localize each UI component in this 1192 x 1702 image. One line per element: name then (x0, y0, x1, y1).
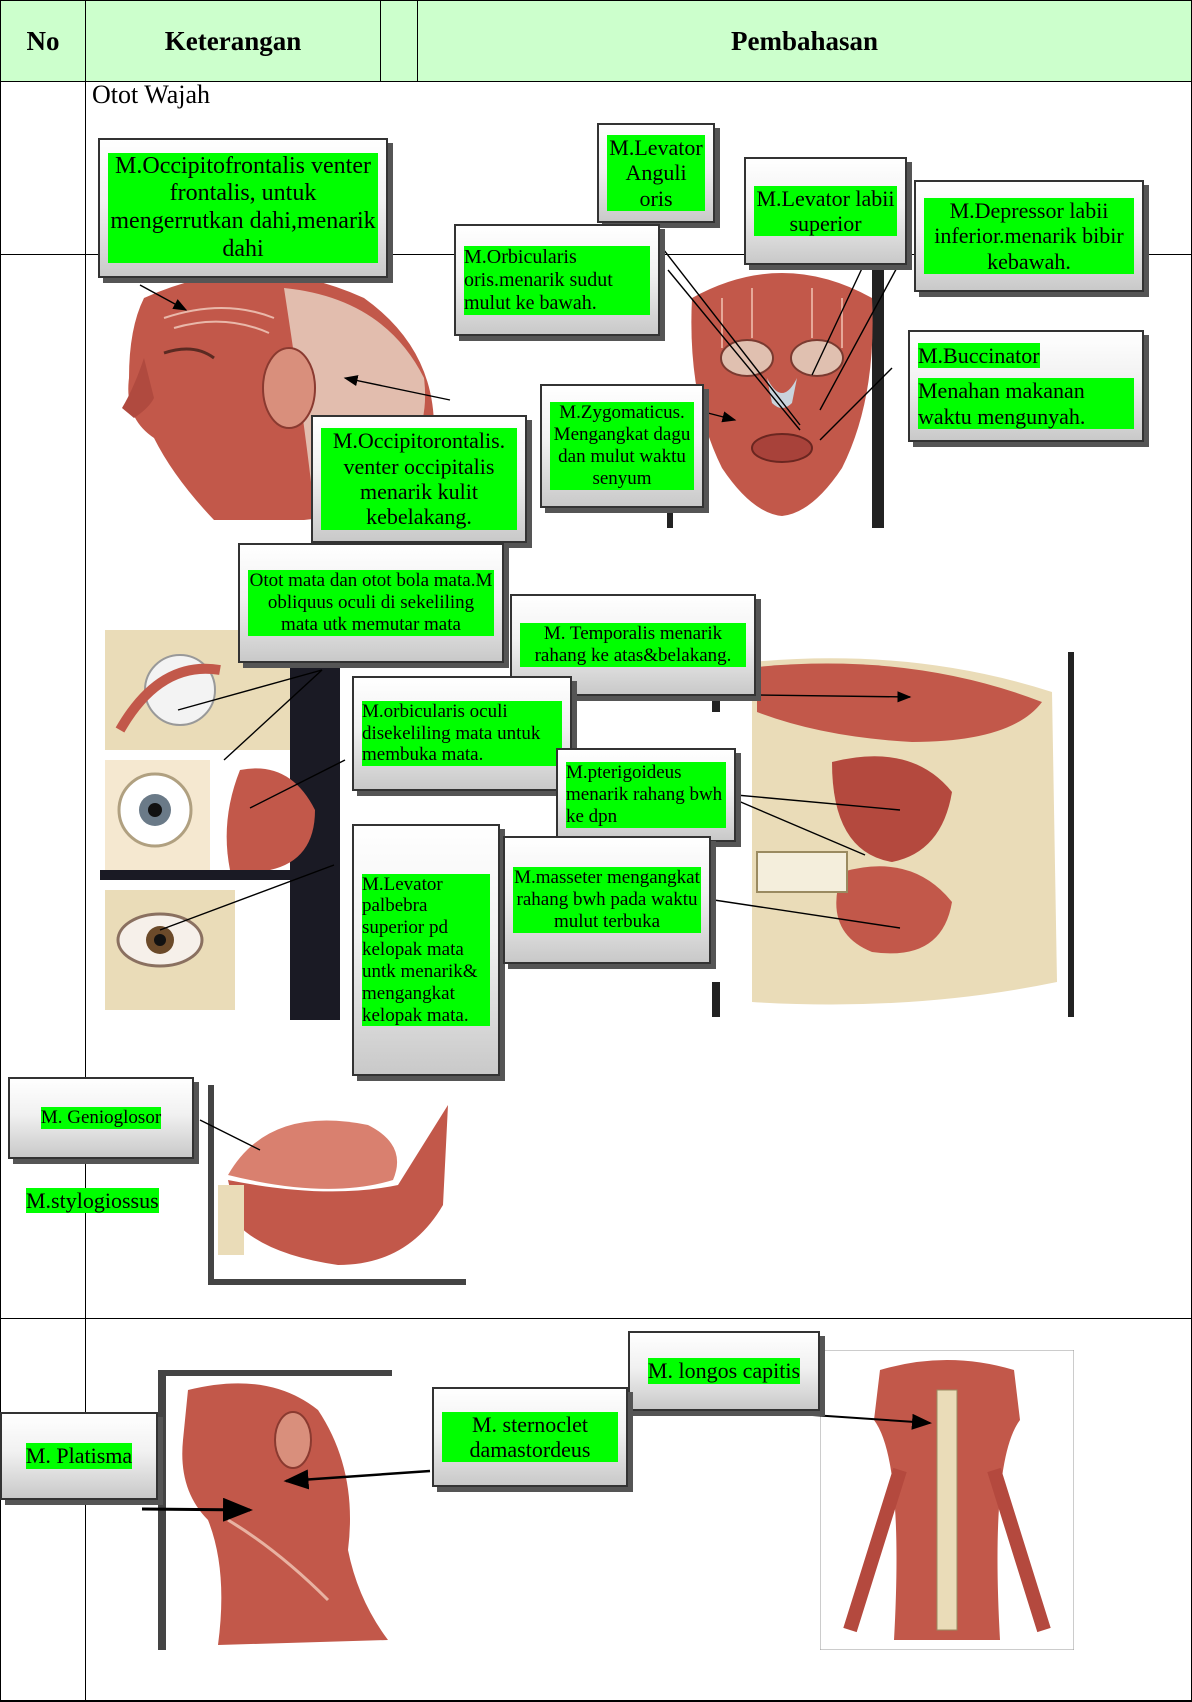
label-text: M. longos capitis (648, 1358, 800, 1383)
label-text: M.stylogiossus (26, 1188, 159, 1213)
label-levator-palpebra: M.Levator palbebra superior pd kelopak m… (352, 824, 500, 1076)
jaw-illustration (712, 652, 1082, 1017)
eye-illustrations (100, 620, 340, 1020)
label-genioglosor: M. Genioglosor (8, 1077, 194, 1159)
label-text: M.Levator labii superior (754, 186, 897, 237)
label-pterigoideus: M.pterigoideus menarik rahang bwh ke dpn (556, 748, 736, 842)
label-text: M.Depressor labii inferior.menarik bibir… (924, 198, 1134, 274)
label-text: M.masseter mengangkat rahang bwh pada wa… (513, 867, 701, 933)
label-text: Otot mata dan otot bola mata.M obliquus … (248, 570, 494, 636)
header-spacer (380, 0, 418, 82)
label-levator-labii-superior: M.Levator labii superior (744, 157, 907, 265)
table-row-divider-2 (0, 1318, 1192, 1319)
label-buccinator: M.Buccinator Menahan makanan waktu mengu… (908, 330, 1144, 442)
label-text: M.Levator Anguli oris (607, 135, 705, 211)
neck-front-illustration (820, 1350, 1074, 1650)
label-text: M. Genioglosor (41, 1107, 161, 1129)
label-depressor-labii-inferior: M.Depressor labii inferior.menarik bibir… (914, 180, 1144, 292)
neck-side-illustration (158, 1370, 392, 1650)
label-sternocleidomastoideus: M. sternoclet damastordeus (432, 1387, 628, 1487)
label-text: M.Occipitofrontalis venter frontalis, un… (108, 153, 378, 263)
section-title: Otot Wajah (92, 80, 210, 110)
header-pembahasan-label: Pembahasan (731, 26, 878, 57)
label-stylogiossus: M.stylogiossus (26, 1188, 159, 1214)
header-keterangan-label: Keterangan (165, 26, 301, 57)
label-platisma: M. Platisma (0, 1412, 158, 1500)
label-text: M.Buccinator (918, 343, 1040, 368)
tongue-illustration (208, 1085, 466, 1285)
header-no: No (0, 0, 86, 82)
label-text: M. Platisma (26, 1443, 132, 1468)
header-pembahasan: Pembahasan (417, 0, 1192, 82)
label-orbicularis-oculi: M.orbicularis oculi disekeliling mata un… (352, 676, 572, 791)
label-text: M. sternoclet damastordeus (442, 1412, 618, 1463)
label-occipitofrontalis-occipitalis: M.Occipitorontalis. venter occipitalis m… (311, 415, 527, 543)
header-keterangan: Keterangan (85, 0, 381, 82)
label-text: M.pterigoideus menarik rahang bwh ke dpn (566, 762, 726, 828)
header-no-label: No (27, 26, 60, 57)
label-text: M. Temporalis menarik rahang ke atas&bel… (520, 623, 746, 667)
label-longos-capitis: M. longos capitis (628, 1331, 820, 1411)
label-masseter: M.masseter mengangkat rahang bwh pada wa… (503, 836, 711, 964)
label-text: M.Orbicularis oris.menarik sudut mulut k… (464, 246, 650, 315)
label-text: M.Levator palbebra superior pd kelopak m… (362, 874, 490, 1027)
label-text: M.Zygomaticus. Mengangkat dagu dan mulut… (550, 402, 694, 489)
label-otot-mata: Otot mata dan otot bola mata.M obliquus … (238, 543, 504, 663)
label-occipitofrontalis-frontalis: M.Occipitofrontalis venter frontalis, un… (98, 138, 388, 278)
label-text: M.Occipitorontalis. venter occipitalis m… (321, 428, 517, 529)
label-text: M.orbicularis oculi disekeliling mata un… (362, 701, 562, 767)
label-zygomaticus: M.Zygomaticus. Mengangkat dagu dan mulut… (540, 384, 704, 508)
label-text: Menahan makanan waktu mengunyah. (918, 378, 1134, 429)
label-levator-anguli-oris: M.Levator Anguli oris (597, 123, 715, 223)
label-orbicularis-oris: M.Orbicularis oris.menarik sudut mulut k… (454, 224, 660, 336)
